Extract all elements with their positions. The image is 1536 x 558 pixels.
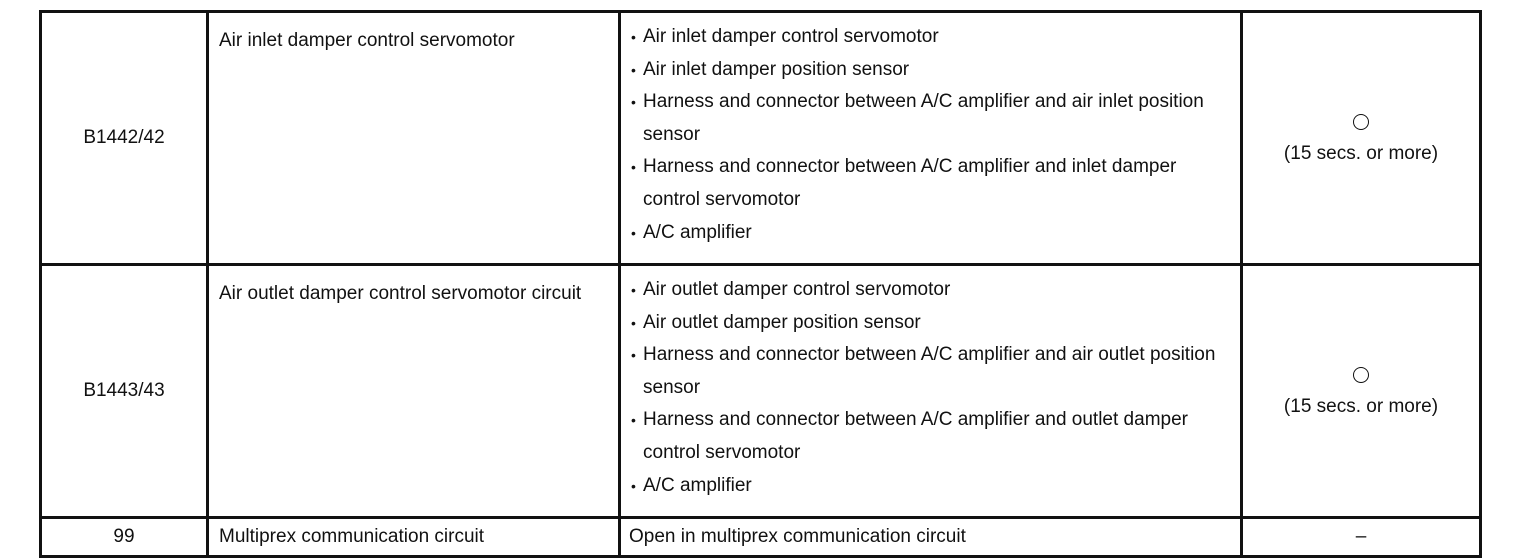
bullet-icon: • [631,94,636,111]
list-item: •A/C amplifier [629,470,1232,503]
trouble-area-list: •Air outlet damper control servomotor •A… [629,274,1232,502]
diagnostic-trouble-code-table: B1442/42 Air inlet damper control servom… [39,10,1482,558]
memory-check-cell: – [1240,516,1482,558]
detection-item-cell: Air outlet damper control servomotor cir… [206,263,621,519]
check-note: (15 secs. or more) [1283,143,1439,164]
bullet-icon: • [631,61,636,78]
list-item: •Harness and connector between A/C ampli… [629,404,1232,469]
dtc-code-cell: B1443/43 [39,263,209,519]
bullet-icon: • [631,314,636,331]
bullet-icon: • [631,347,636,364]
circle-icon [1353,113,1369,130]
trouble-area-cell: •Air inlet damper control servomotor •Ai… [618,10,1243,266]
memory-check-cell: (15 secs. or more) [1240,263,1482,519]
trouble-area-cell: •Air outlet damper control servomotor •A… [618,263,1243,519]
list-item: •Harness and connector between A/C ampli… [629,339,1232,404]
circle-icon [1353,366,1369,383]
memory-check-cell: (15 secs. or more) [1240,10,1482,266]
detection-item-cell: Multiprex communication circuit [206,516,621,558]
dtc-code-cell: B1442/42 [39,10,209,266]
trouble-area-list: •Air inlet damper control servomotor •Ai… [629,21,1232,249]
bullet-icon: • [631,29,636,45]
table-row: B1443/43 Air outlet damper control servo… [39,263,1482,519]
bullet-icon: • [631,412,636,429]
check-note: (15 secs. or more) [1283,396,1439,417]
list-item: •Air inlet damper control servomotor [629,21,1232,54]
trouble-area-cell: Open in multiprex communication circuit [618,516,1243,558]
list-item: •Air inlet damper position sensor [629,54,1232,87]
bullet-icon: • [631,477,636,494]
dtc-code-cell: 99 [39,516,209,558]
bullet-icon: • [631,159,636,176]
detection-item-cell: Air inlet damper control servomotor [206,10,621,266]
list-item: •Air outlet damper control servomotor [629,274,1232,307]
table-row: B1442/42 Air inlet damper control servom… [39,10,1482,266]
table-row: 99 Multiprex communication circuit Open … [39,516,1482,558]
bullet-icon: • [631,282,636,298]
bullet-icon: • [631,224,636,241]
list-item: •Air outlet damper position sensor [629,307,1232,340]
list-item: •Harness and connector between A/C ampli… [629,151,1232,216]
list-item: •A/C amplifier [629,217,1232,250]
list-item: •Harness and connector between A/C ampli… [629,86,1232,151]
